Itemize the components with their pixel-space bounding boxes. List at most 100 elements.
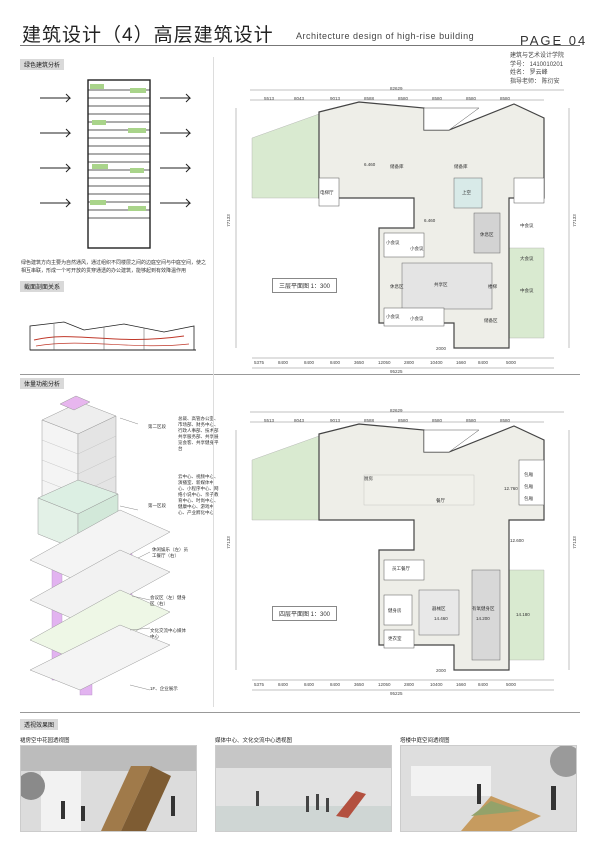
fourth-room-7: 员工餐厅 bbox=[392, 566, 410, 571]
fourth-room-4: 包厢 bbox=[524, 496, 533, 501]
fourth-bottom-dim-5: 12050 bbox=[378, 682, 391, 687]
third-mid-dim: 2000 bbox=[436, 346, 447, 351]
third-bottom-dim-8: 1660 bbox=[456, 360, 467, 365]
fourth-top-dim-5: 8580 bbox=[432, 418, 443, 423]
fourth-top-dim-2: 9013 bbox=[330, 418, 341, 423]
section-volume-label: 体量功能分析 bbox=[20, 378, 65, 389]
zone1-label: 第一区段 bbox=[148, 503, 166, 508]
third-room-2: 储备库 bbox=[454, 164, 468, 169]
third-top-dim-0: 5513 bbox=[264, 96, 275, 101]
third-top-dim-4: 8580 bbox=[398, 96, 409, 101]
third-bottom-dim-10: 5000 bbox=[506, 360, 517, 365]
fourth-room-13: 14.180 bbox=[516, 612, 530, 617]
column-divider bbox=[213, 57, 214, 707]
third-bottom-dim-6: 2800 bbox=[404, 360, 415, 365]
third-room-7: 中会议 bbox=[520, 223, 534, 228]
fourth-bottom-dim-0: 5375 bbox=[254, 682, 265, 687]
fourth-top-dim-7: 8580 bbox=[500, 418, 511, 423]
header-rule bbox=[20, 45, 580, 46]
render-1-image bbox=[20, 745, 197, 832]
third-room-14: 大会议 bbox=[520, 256, 534, 261]
third-room-3: 电梯厅 bbox=[320, 190, 334, 195]
third-top-dim-3: 8588 bbox=[364, 96, 375, 101]
third-room-8: 中会议 bbox=[520, 288, 534, 293]
third-bottom-dim-2: 8400 bbox=[304, 360, 315, 365]
third-bottom-dim-4: 3650 bbox=[354, 360, 365, 365]
zone2-desc: 总裁、高管办公室、市场部、财务中心、行政人事部、技术部共享服务部、共享展览会客、… bbox=[178, 416, 219, 451]
zone1-desc: 云中心、视频中心、演播室、新媒体中心、小程序中心、网络小说中心、亲子教育中心、时… bbox=[178, 474, 219, 515]
section-perspective-label: 透视效果图 bbox=[20, 719, 59, 730]
fourth-bottom-dim-8: 1660 bbox=[456, 682, 467, 687]
level0-label: 1F、企业展示 bbox=[150, 686, 178, 691]
student-info: 建筑与艺术设计学院 学号： 1410010201 姓名： 罗云峰 指导老师： 陈… bbox=[510, 52, 564, 86]
fourth-bottom-dim-7: 10400 bbox=[430, 682, 443, 687]
third-top-dim-1: 8043 bbox=[294, 96, 305, 101]
fourth-top-dim-0: 5513 bbox=[264, 418, 275, 423]
third-floor-title: 三层平面图 1：300 bbox=[272, 278, 338, 293]
third-room-16: 小会议 bbox=[410, 316, 424, 321]
third-floor-plan: 三层平面图 1：300 82629 5513 8043 9013 8588 85… bbox=[214, 78, 584, 378]
section-green-label: 绿色建筑分析 bbox=[20, 59, 65, 70]
fourth-mid-dim: 2000 bbox=[436, 668, 447, 673]
render-3-title: 塔楼中庭空间透视图 bbox=[400, 738, 450, 744]
fourth-room-3: 包厢 bbox=[524, 472, 533, 477]
fourth-room-1: 餐厅 bbox=[436, 498, 445, 503]
level1-label: 文化交流中心媒体中心 bbox=[150, 628, 186, 639]
fourth-bottom-dim-4: 3650 bbox=[354, 682, 365, 687]
third-room-13: 休息区 bbox=[390, 284, 404, 289]
info-line-name: 姓名： 罗云峰 bbox=[510, 70, 548, 76]
fourth-room-0: 厨房 bbox=[364, 476, 373, 481]
fourth-top-total: 82629 bbox=[390, 408, 403, 413]
third-bottom-dim-9: 8400 bbox=[478, 360, 489, 365]
divider-1 bbox=[20, 374, 580, 375]
third-left-total: 77133 bbox=[225, 214, 231, 227]
third-room-0: 6.460 bbox=[364, 162, 376, 167]
third-right-total: 77133 bbox=[571, 214, 577, 227]
section-sketch bbox=[29, 321, 196, 351]
third-bottom-dim-3: 8400 bbox=[330, 360, 341, 365]
info-line-school: 建筑与艺术设计学院 bbox=[510, 53, 565, 59]
info-line-id: 学号： 1410010201 bbox=[510, 61, 564, 68]
fourth-floor-plan: 四层平面图 1：300 82629 5513 8043 9013 8588 85… bbox=[214, 400, 584, 700]
fourth-room-10: 14.460 bbox=[434, 616, 448, 621]
page-number: PAGE 04 bbox=[520, 33, 588, 48]
level2-label: 会议区（左）健身区（右） bbox=[150, 595, 186, 606]
render-1-title: 裙房空中花园透视图 bbox=[20, 738, 70, 744]
green-analysis-text: 绿色建筑方向主要为自然通风，通过组织不同楼层之间的边庭空间与中庭空间，使之相互串… bbox=[21, 260, 207, 274]
render-3-image bbox=[400, 745, 577, 832]
third-bottom-total: 95225 bbox=[390, 369, 403, 374]
fourth-room-2: 12.760 bbox=[504, 486, 518, 491]
third-room-17: 储备区 bbox=[484, 318, 498, 323]
third-room-10: 小会议 bbox=[386, 314, 400, 319]
fourth-bottom-dim-1: 8400 bbox=[278, 682, 289, 687]
page-title: 建筑设计（4）高层建筑设计 bbox=[22, 25, 274, 46]
volume-diagram bbox=[29, 395, 171, 696]
third-top-dim-5: 8580 bbox=[432, 96, 443, 101]
fourth-top-dim-6: 8580 bbox=[466, 418, 477, 423]
fourth-room-14: 更衣室 bbox=[388, 636, 402, 641]
third-room-15: 小会议 bbox=[410, 246, 424, 251]
fourth-floor-title: 四层平面图 1：300 bbox=[272, 606, 338, 621]
third-bottom-dim-7: 10400 bbox=[430, 360, 443, 365]
third-room-4: 上空 bbox=[462, 190, 471, 195]
third-bottom-dim-0: 5375 bbox=[254, 360, 265, 365]
third-room-12: 楼梯 bbox=[488, 284, 497, 289]
fourth-right-total: 77133 bbox=[571, 536, 577, 549]
fourth-room-11: 有氧健身区 bbox=[472, 606, 495, 611]
third-room-9: 小会议 bbox=[386, 240, 400, 245]
page-subtitle: Architecture design of high-rise buildin… bbox=[296, 31, 475, 41]
fourth-bottom-total: 95225 bbox=[390, 691, 403, 696]
render-2-title: 媒体中心、文化交流中心透视图 bbox=[215, 738, 293, 744]
zone2-label: 第二区段 bbox=[148, 424, 166, 429]
section-relation-label: 截面剖面关系 bbox=[20, 281, 65, 292]
fourth-top-dim-3: 8588 bbox=[364, 418, 375, 423]
level3-label: 休闲娱乐（左）员工餐厅（右） bbox=[152, 547, 188, 558]
info-line-advisor: 指导老师： 陈衍安 bbox=[510, 78, 560, 85]
third-top-total: 82629 bbox=[390, 86, 403, 91]
third-room-5: 6.460 bbox=[424, 218, 436, 223]
fourth-bottom-dim-3: 8400 bbox=[330, 682, 341, 687]
fourth-left-total: 77133 bbox=[225, 536, 231, 549]
render-2-image bbox=[215, 745, 392, 832]
divider-2 bbox=[20, 712, 580, 713]
fourth-room-9: 器械区 bbox=[432, 606, 446, 611]
